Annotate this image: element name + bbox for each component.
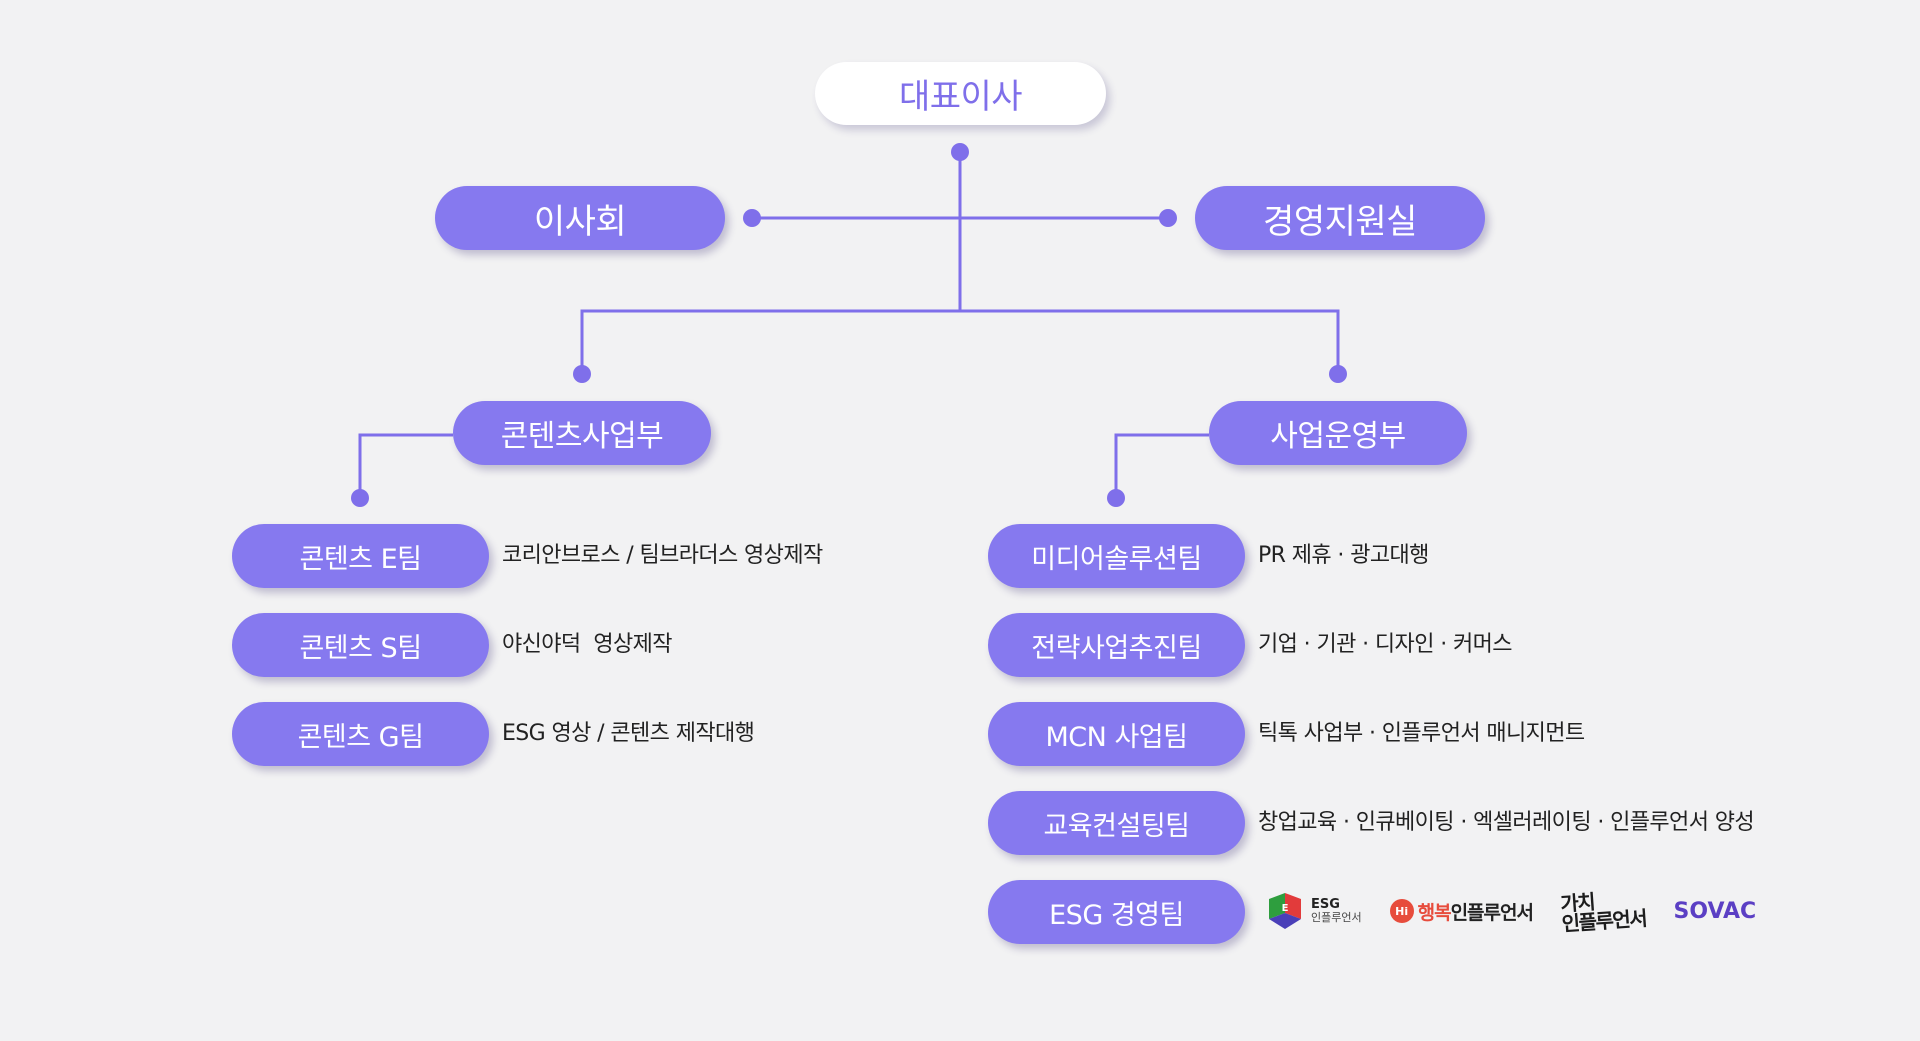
division-branch-line bbox=[580, 309, 1340, 374]
esg-logo-title: ESG bbox=[1311, 897, 1340, 912]
sovac-logo-text: SOVAC bbox=[1673, 898, 1757, 924]
content-g-team-desc: ESG 영상 / 콘텐츠 제작대행 bbox=[502, 721, 755, 746]
education-team-desc: 창업교육 · 인큐베이팅 · 엑셀러레이팅 · 인플루언서 양성 bbox=[1258, 810, 1755, 835]
esg-mark-icon: E bbox=[1265, 891, 1305, 931]
management-support-box: 경영지원실 bbox=[1195, 186, 1485, 250]
content-s-team-desc: 야신야덕 영상제작 bbox=[502, 632, 673, 657]
happy-logo-part2: 인플루언서 bbox=[1450, 901, 1534, 924]
content-s-team-box: 콘텐츠 S팀 bbox=[232, 613, 489, 677]
hi-badge-icon: Hi bbox=[1389, 899, 1414, 923]
strategy-team-box: 전략사업추진팀 bbox=[988, 613, 1245, 677]
esg-influencer-logo: E ESG 인플루언서 bbox=[1265, 891, 1362, 931]
content-g-team-box: 콘텐츠 G팀 bbox=[232, 702, 489, 766]
board-box: 이사회 bbox=[435, 186, 725, 250]
ceo-node-dot bbox=[951, 143, 969, 161]
board-node-dot bbox=[743, 209, 761, 227]
esg-team-logos: E ESG 인플루언서 Hi 행복인플루언서 가치 인플루언서 SOVAC bbox=[1265, 886, 1784, 936]
value-logo-line2: 인플루언서 bbox=[1560, 906, 1647, 936]
ceo-box: 대표이사 bbox=[815, 62, 1106, 125]
content-e-team-desc: 코리안브로스 / 팀브라더스 영상제작 bbox=[502, 543, 823, 568]
sovac-logo: SOVAC bbox=[1673, 899, 1756, 924]
happy-influencer-logo: Hi 행복인플루언서 bbox=[1389, 898, 1534, 925]
content-e-team-box: 콘텐츠 E팀 bbox=[232, 524, 489, 588]
strategy-team-desc: 기업 · 기관 · 디자인 · 커머스 bbox=[1258, 632, 1513, 657]
content-teams-dot bbox=[351, 489, 369, 507]
operations-division-dot bbox=[1329, 365, 1347, 383]
content-teams-line bbox=[358, 433, 453, 498]
media-solution-team-desc: PR 제휴 · 광고대행 bbox=[1258, 543, 1429, 568]
operations-teams-dot bbox=[1107, 489, 1125, 507]
mcn-team-box: MCN 사업팀 bbox=[988, 702, 1245, 766]
esg-logo-subtitle: 인플루언서 bbox=[1311, 911, 1362, 924]
happy-logo-part1: 행복 bbox=[1417, 901, 1452, 924]
svg-text:E: E bbox=[1282, 903, 1289, 914]
content-division-box: 콘텐츠사업부 bbox=[453, 401, 711, 465]
value-influencer-logo: 가치 인플루언서 bbox=[1560, 890, 1647, 936]
management-node-dot bbox=[1159, 209, 1177, 227]
operations-teams-line bbox=[1114, 433, 1209, 498]
esg-team-box: ESG 경영팀 bbox=[988, 880, 1245, 944]
education-team-box: 교육컨설팅팀 bbox=[988, 791, 1245, 855]
mcn-team-desc: 틱톡 사업부 · 인플루언서 매니지먼트 bbox=[1258, 721, 1585, 746]
content-division-dot bbox=[573, 365, 591, 383]
media-solution-team-box: 미디어솔루션팀 bbox=[988, 524, 1245, 588]
operations-division-box: 사업운영부 bbox=[1209, 401, 1467, 465]
